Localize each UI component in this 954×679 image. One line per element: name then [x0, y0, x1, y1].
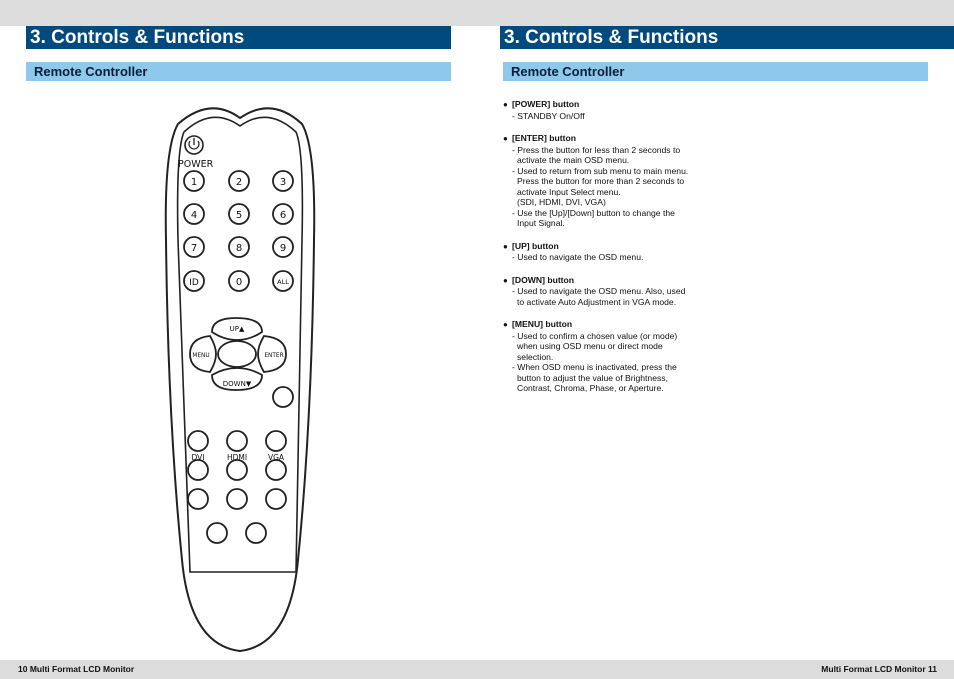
key-9-label: 9 [280, 243, 286, 254]
description-line: activate Input Select menu. [517, 186, 621, 197]
description-line: - Used to return from sub menu to main m… [512, 165, 689, 176]
key-id-label: ID [189, 278, 199, 288]
menu-label: MENU [192, 353, 209, 359]
key-7-label: 7 [191, 243, 197, 254]
description-line: Input Signal. [517, 218, 565, 228]
key-8-label: 8 [236, 243, 242, 254]
description-line: - Used to confirm a chosen value (or mod… [512, 330, 678, 341]
description-line: button to adjust the value of Brightness… [517, 372, 668, 383]
right-page-title: 3. Controls & Functions [500, 26, 954, 49]
bullet-icon: ● [503, 320, 508, 329]
top-gray-band [0, 0, 954, 26]
key-6-label: 6 [280, 210, 286, 221]
section-title: [MENU] button [512, 319, 573, 329]
vga-label: VGA [268, 453, 285, 462]
description-line: - Used to navigate the OSD menu. [512, 252, 644, 262]
key-5-label: 5 [236, 210, 242, 221]
description-line: - Used to navigate the OSD menu. Also, u… [512, 286, 686, 296]
section-title: [ENTER] button [512, 133, 576, 143]
key-3-label: 3 [280, 177, 286, 188]
bullet-icon: ● [503, 275, 508, 285]
description-line: to activate Auto Adjustment in VGA mode. [517, 296, 677, 307]
left-section-heading: Remote Controller [26, 62, 451, 81]
description-line: - When OSD menu is inactivated, press th… [512, 362, 677, 372]
down-button-section: ● [DOWN] button - Used to navigate the OS… [503, 275, 733, 308]
button-descriptions: ● [POWER] button - STANDBY On/Off ● [ENTER… [503, 99, 733, 406]
description-line: selection. [517, 351, 554, 362]
section-title: [POWER] button [512, 99, 580, 109]
description-line: Contrast, Chroma, Phase, or Aperture. [517, 383, 664, 393]
section-title: [UP] button [512, 240, 559, 251]
up-label: UP▲ [230, 325, 245, 333]
section-title: [DOWN] button [512, 274, 575, 285]
power-button-section: ● [POWER] button - STANDBY On/Off [503, 99, 733, 121]
description-line: activate the main OSD menu. [517, 155, 630, 165]
key-4-label: 4 [191, 210, 197, 221]
dvi-label: DVI [192, 453, 205, 462]
key-2-label: 2 [236, 177, 242, 188]
right-page-footer: Multi Format LCD Monitor 11 [477, 660, 954, 679]
description-line: - Press the button for less than 2 secon… [512, 144, 681, 155]
description-line: when using OSD menu or direct mode [517, 341, 663, 351]
right-section-heading: Remote Controller [503, 62, 928, 81]
key-all-label: ALL [277, 278, 289, 286]
remote-controller-illustration: POWER 1 2 3 4 5 6 7 8 9 ID 0 ALL UP▲ DOW… [164, 107, 316, 653]
up-button-section: ● [UP] button - Used to navigate the OSD … [503, 241, 733, 263]
left-page-title: 3. Controls & Functions [26, 26, 451, 49]
bullet-icon: ● [503, 241, 508, 251]
description-line: - Use the [Up]/[Down] button to change t… [512, 207, 675, 218]
description-line: - STANDBY On/Off [512, 110, 585, 121]
menu-button-section: ● [MENU] button - Used to confirm a chose… [503, 319, 733, 394]
bullet-icon: ● [503, 134, 508, 143]
key-1-label: 1 [191, 177, 197, 188]
description-line: (SDI, HDMI, DVI, VGA) [517, 197, 606, 207]
key-0-label: 0 [236, 277, 242, 288]
description-line: Press the button for more than 2 seconds… [517, 176, 685, 186]
hdmi-label: HDMI [227, 453, 247, 462]
power-label: POWER [178, 159, 214, 170]
down-label: DOWN▼ [223, 380, 252, 388]
left-page-footer: 10 Multi Format LCD Monitor [0, 660, 477, 679]
enter-label: ENTER [264, 353, 283, 359]
enter-button-section: ● [ENTER] button - Press the button for l… [503, 133, 733, 229]
bullet-icon: ● [503, 100, 508, 109]
